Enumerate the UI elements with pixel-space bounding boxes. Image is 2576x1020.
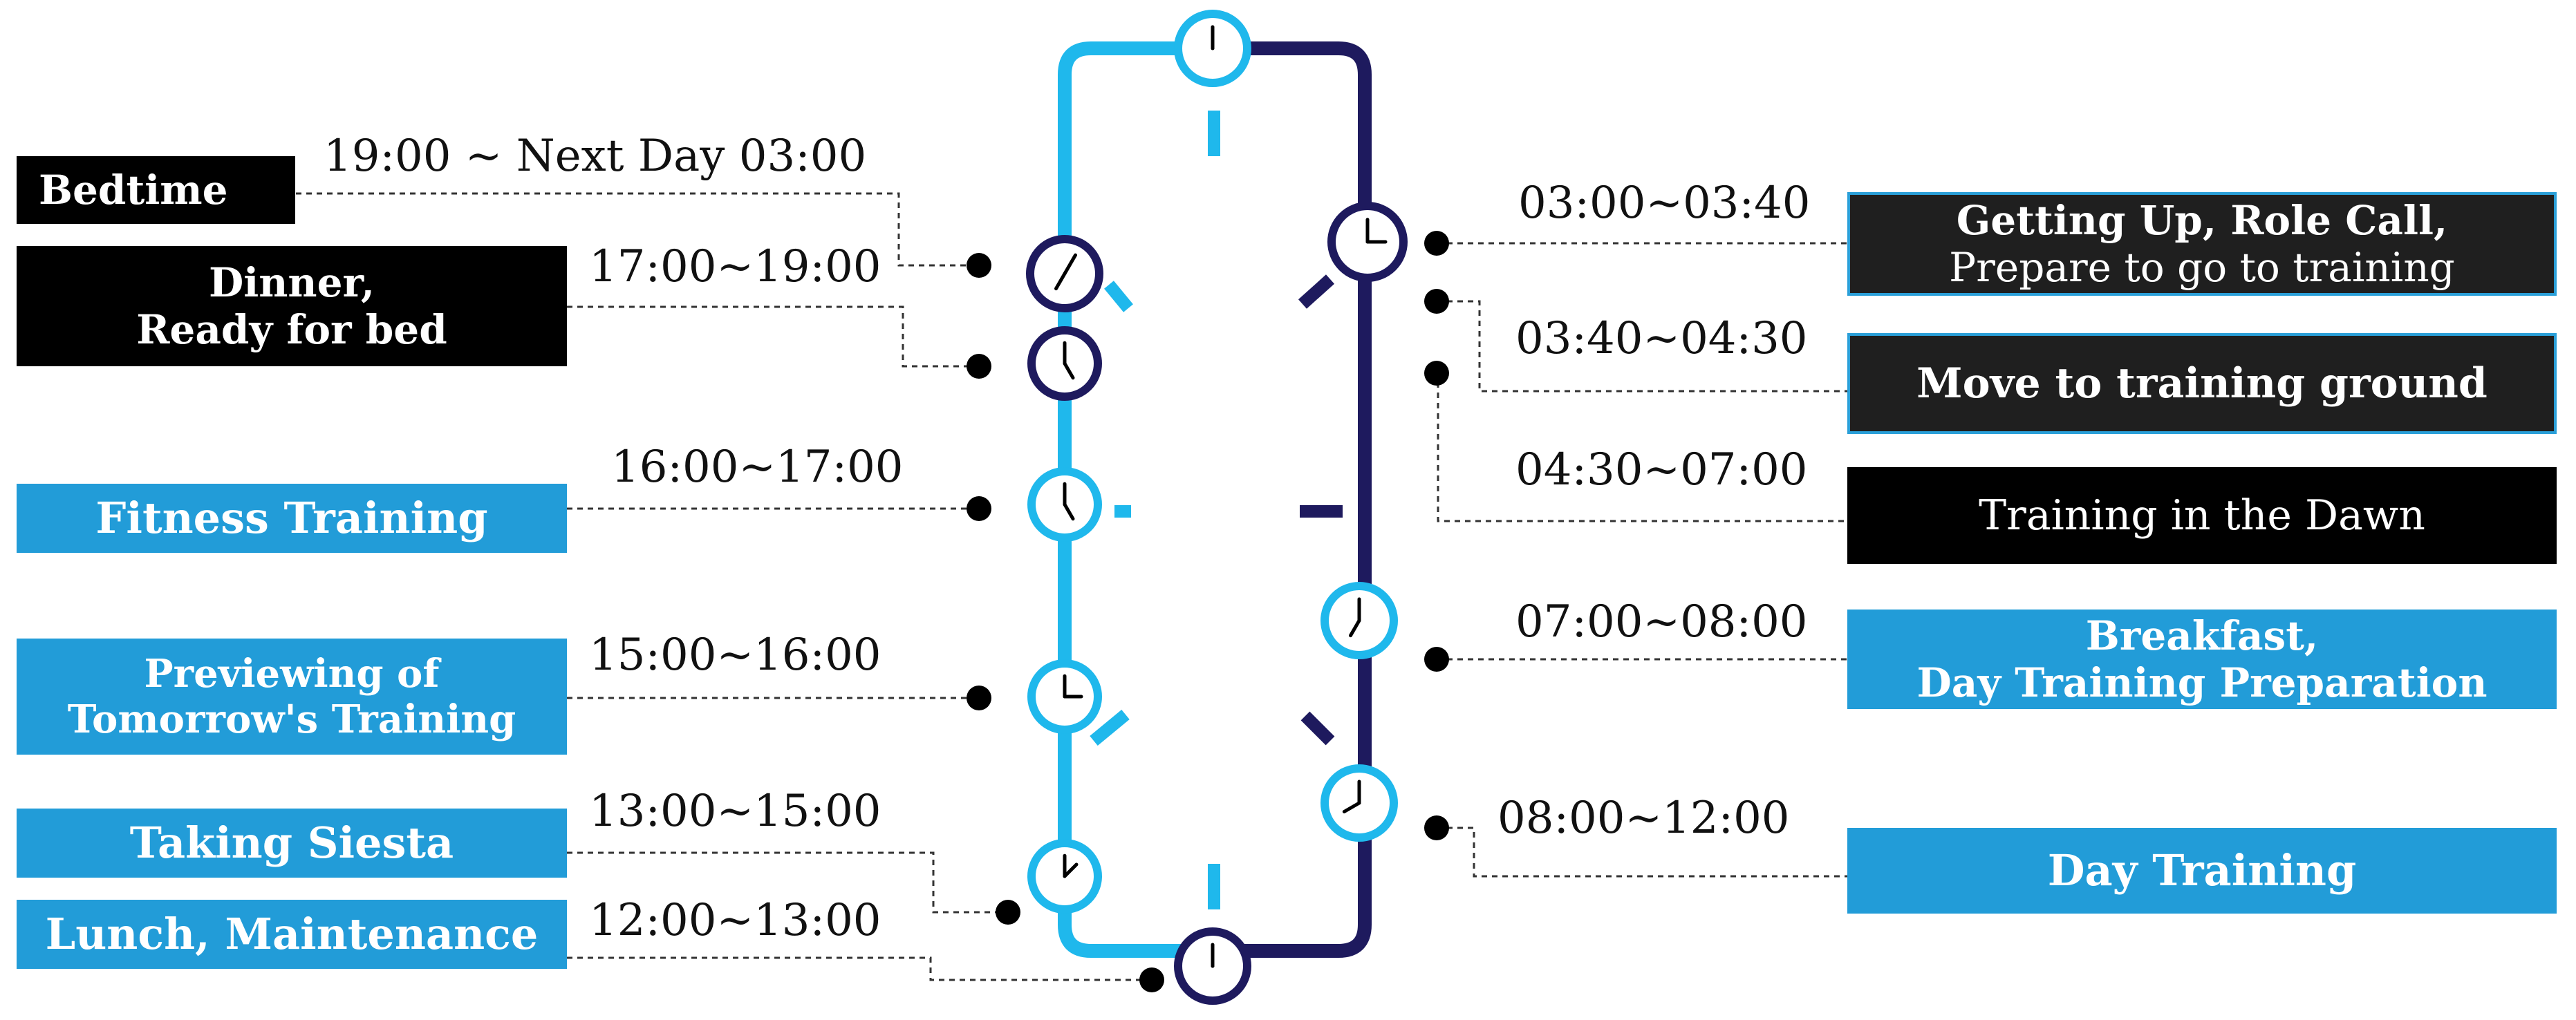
box-previewing: Previewing of Tomorrow's Training [17,639,567,755]
time-fitness: 16:00~17:00 [611,442,904,493]
time-getting-up: 03:00~03:40 [1518,178,1811,229]
connector-dinner-line [567,305,979,368]
connector-move-dot-icon [1424,289,1449,314]
box-siesta: Taking Siesta [17,809,567,878]
time-bedtime: 19:00 ~ Next Day 03:00 [324,131,867,182]
time-siesta: 13:00~15:00 [589,786,881,837]
box-dinner-line-2: Ready for bed [136,306,447,353]
connector-fitness-dot-icon [967,496,991,521]
connector-lunch-line [567,956,1152,981]
clock-bedtime-icon-hour-hand [1054,272,1067,291]
box-dawn: Training in the Dawn [1847,467,2557,564]
box-previewing-line-1: Previewing of [144,650,440,697]
connector-dawn-dot-icon [1424,361,1449,386]
box-getting-up-line-2: Prepare to go to training [1949,244,2455,291]
connector-day-training-dot-icon [1424,815,1449,840]
box-getting-up: Getting Up, Role Call, Prepare to go to … [1847,192,2557,296]
clock-day-training-icon-hour-hand [1342,801,1361,813]
connector-day-training-line [1437,827,1847,878]
box-move-line-1: Move to training ground [1916,359,2488,408]
box-dinner: Dinner, Ready for bed [17,246,567,366]
box-bedtime: Bedtime [17,156,295,224]
box-lunch: Lunch, Maintenance [17,900,567,969]
box-day-training-line-1: Day Training [2047,845,2357,896]
box-bedtime-line-1: Bedtime [39,166,228,214]
tick-right-upper [1298,274,1335,309]
connector-move-line [1437,300,1847,393]
box-dinner-line-1: Dinner, [208,258,375,306]
clock-dinner-icon-hour-hand [1063,361,1075,380]
box-breakfast-line-1: Breakfast, [2085,612,2319,659]
time-dinner: 17:00~19:00 [589,241,881,292]
time-breakfast: 07:00~08:00 [1515,596,1808,648]
box-breakfast-line-2: Day Training Preparation [1916,659,2488,706]
connector-lunch-dot-icon [1139,967,1164,992]
connector-breakfast-dot-icon [1424,647,1449,672]
clock-breakfast-icon-hour-hand [1349,618,1361,638]
tick-right-lower [1300,711,1335,746]
clock-siesta-icon-hour-hand [1063,862,1079,878]
tick-left-lower [1090,710,1130,746]
connector-getting-up-dot-icon [1424,231,1449,256]
box-move: Move to training ground [1847,333,2557,434]
connector-dinner-dot-icon [967,354,991,379]
box-previewing-line-2: Tomorrow's Training [67,697,516,742]
time-move: 03:40~04:30 [1515,313,1808,364]
connector-siesta-line [567,851,1008,914]
box-breakfast: Breakfast, Day Training Preparation [1847,610,2557,709]
connector-siesta-dot-icon [996,900,1020,925]
connector-previewing-dot-icon [967,686,991,710]
time-day-training: 08:00~12:00 [1497,793,1790,844]
connector-bedtime-line [296,192,979,267]
box-getting-up-line-1: Getting Up, Role Call, [1956,196,2448,244]
clock-bedtime-icon-minute-hand [1063,253,1077,276]
loop-right-track [1213,41,1372,958]
box-fitness-line-1: Fitness Training [95,493,488,544]
time-previewing: 15:00~16:00 [589,630,881,681]
clock-fitness-icon-hour-hand [1063,502,1075,521]
box-lunch-line-1: Lunch, Maintenance [45,909,539,960]
connector-bedtime-dot-icon [967,253,991,278]
time-lunch: 12:00~13:00 [589,895,881,946]
time-dawn: 04:30~07:00 [1515,444,1808,495]
box-day-training: Day Training [1847,828,2557,914]
box-fitness: Fitness Training [17,484,567,553]
box-siesta-line-1: Taking Siesta [129,818,454,869]
box-dawn-line-1: Training in the Dawn [1979,491,2425,540]
tick-left-upper [1104,281,1133,312]
